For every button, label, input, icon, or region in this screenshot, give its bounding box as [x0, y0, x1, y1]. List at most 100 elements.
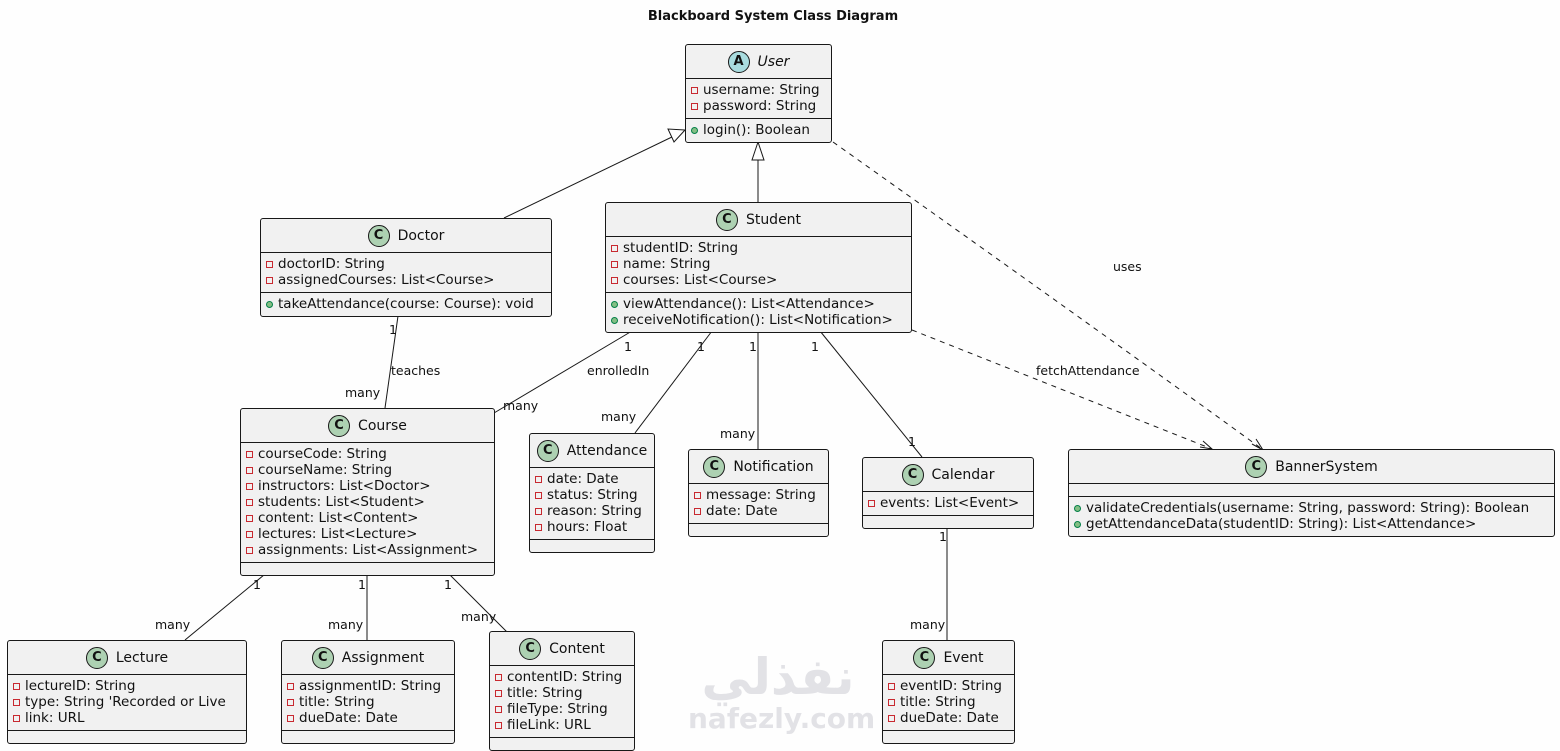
private-visibility-icon [694, 507, 701, 515]
private-visibility-icon [495, 689, 502, 697]
attribute-row: link: URL [8, 710, 246, 726]
attribute-row: contentID: String [490, 669, 634, 685]
class-name: Content [549, 640, 605, 657]
attribute-row: title: String [883, 694, 1014, 710]
attribute-text: lectures: List<Lecture> [258, 526, 418, 542]
public-visibility-icon [1074, 504, 1081, 512]
public-visibility-icon [611, 316, 618, 324]
attribute-text: date: Date [547, 471, 619, 487]
inheritance-arrowhead-icon [667, 128, 687, 143]
private-visibility-icon [691, 86, 698, 94]
multiplicity-label: many [601, 409, 637, 424]
multiplicity-label: 1 [908, 434, 916, 449]
class-icon: C [715, 208, 738, 231]
methods-section [689, 523, 828, 536]
attribute-text: type: String 'Recorded or Live [25, 694, 226, 710]
attribute-row: courseCode: String [241, 446, 494, 462]
class-name: Student [745, 211, 802, 228]
student-course-association [493, 330, 633, 414]
methods-section: login(): Boolean [686, 118, 831, 142]
attribute-text: dueDate: Date [900, 710, 999, 726]
attribute-row: assignments: List<Assignment> [241, 542, 494, 558]
class-name: Lecture [115, 649, 169, 666]
attribute-row: instructors: List<Doctor> [241, 478, 494, 494]
method-text: receiveNotification(): List<Notification… [623, 312, 893, 328]
attribute-row: lectures: List<Lecture> [241, 526, 494, 542]
class-name: BannerSystem [1275, 458, 1378, 475]
attribute-row: studentID: String [606, 240, 911, 256]
multiplicity-label: many [155, 617, 191, 632]
multiplicity-label: 1 [253, 577, 261, 592]
class-icon: C [519, 637, 542, 660]
private-visibility-icon [246, 498, 253, 506]
class-icon: C [913, 646, 936, 669]
method-row: login(): Boolean [686, 122, 831, 138]
attribute-row: date: Date [530, 471, 654, 487]
attribute-text: link: URL [25, 710, 85, 726]
private-visibility-icon [13, 682, 20, 690]
private-visibility-icon [535, 475, 542, 483]
attribute-text: doctorID: String [278, 256, 385, 272]
method-text: login(): Boolean [703, 122, 810, 138]
student-banner-dependency [911, 329, 1213, 450]
uses-label: uses [1113, 259, 1142, 274]
attribute-text: dueDate: Date [299, 710, 398, 726]
private-visibility-icon [13, 698, 20, 706]
methods-section [863, 515, 1033, 528]
attribute-row: courseName: String [241, 462, 494, 478]
methods-section: takeAttendance(course: Course): void [261, 292, 551, 316]
multiplicity-label: 1 [749, 339, 757, 354]
attribute-row: fileLink: URL [490, 717, 634, 733]
method-row: receiveNotification(): List<Notification… [606, 312, 911, 328]
private-visibility-icon [495, 673, 502, 681]
methods-section [530, 539, 654, 552]
attribute-text: content: List<Content> [258, 510, 419, 526]
attribute-text: courseName: String [258, 462, 393, 478]
multiplicity-label: many [720, 426, 756, 441]
method-row: takeAttendance(course: Course): void [261, 296, 551, 312]
attribute-text: studentID: String [623, 240, 739, 256]
course-content-association [444, 569, 508, 633]
private-visibility-icon [611, 260, 618, 268]
private-visibility-icon [287, 682, 294, 690]
private-visibility-icon [535, 491, 542, 499]
method-text: validateCredentials(username: String, pa… [1086, 500, 1530, 516]
diagram-title: Blackboard System Class Diagram [647, 9, 899, 24]
fetch-attendance-label: fetchAttendance [1036, 363, 1140, 378]
method-text: getAttendanceData(studentID: String): Li… [1086, 516, 1477, 532]
multiplicity-label: 1 [697, 339, 705, 354]
public-visibility-icon [691, 126, 698, 134]
class-icon: C [85, 646, 108, 669]
attribute-row: students: List<Student> [241, 494, 494, 510]
class-icon: C [703, 455, 726, 478]
class-header: C Student [606, 203, 911, 236]
private-visibility-icon [246, 546, 253, 554]
attribute-row: reason: String [530, 503, 654, 519]
doctor-user-inheritance [503, 135, 675, 219]
attribute-text: fileLink: URL [507, 717, 591, 733]
attribute-text: courses: List<Course> [623, 272, 778, 288]
class-name: Doctor [397, 227, 445, 244]
class-icon: C [311, 646, 334, 669]
private-visibility-icon [888, 682, 895, 690]
